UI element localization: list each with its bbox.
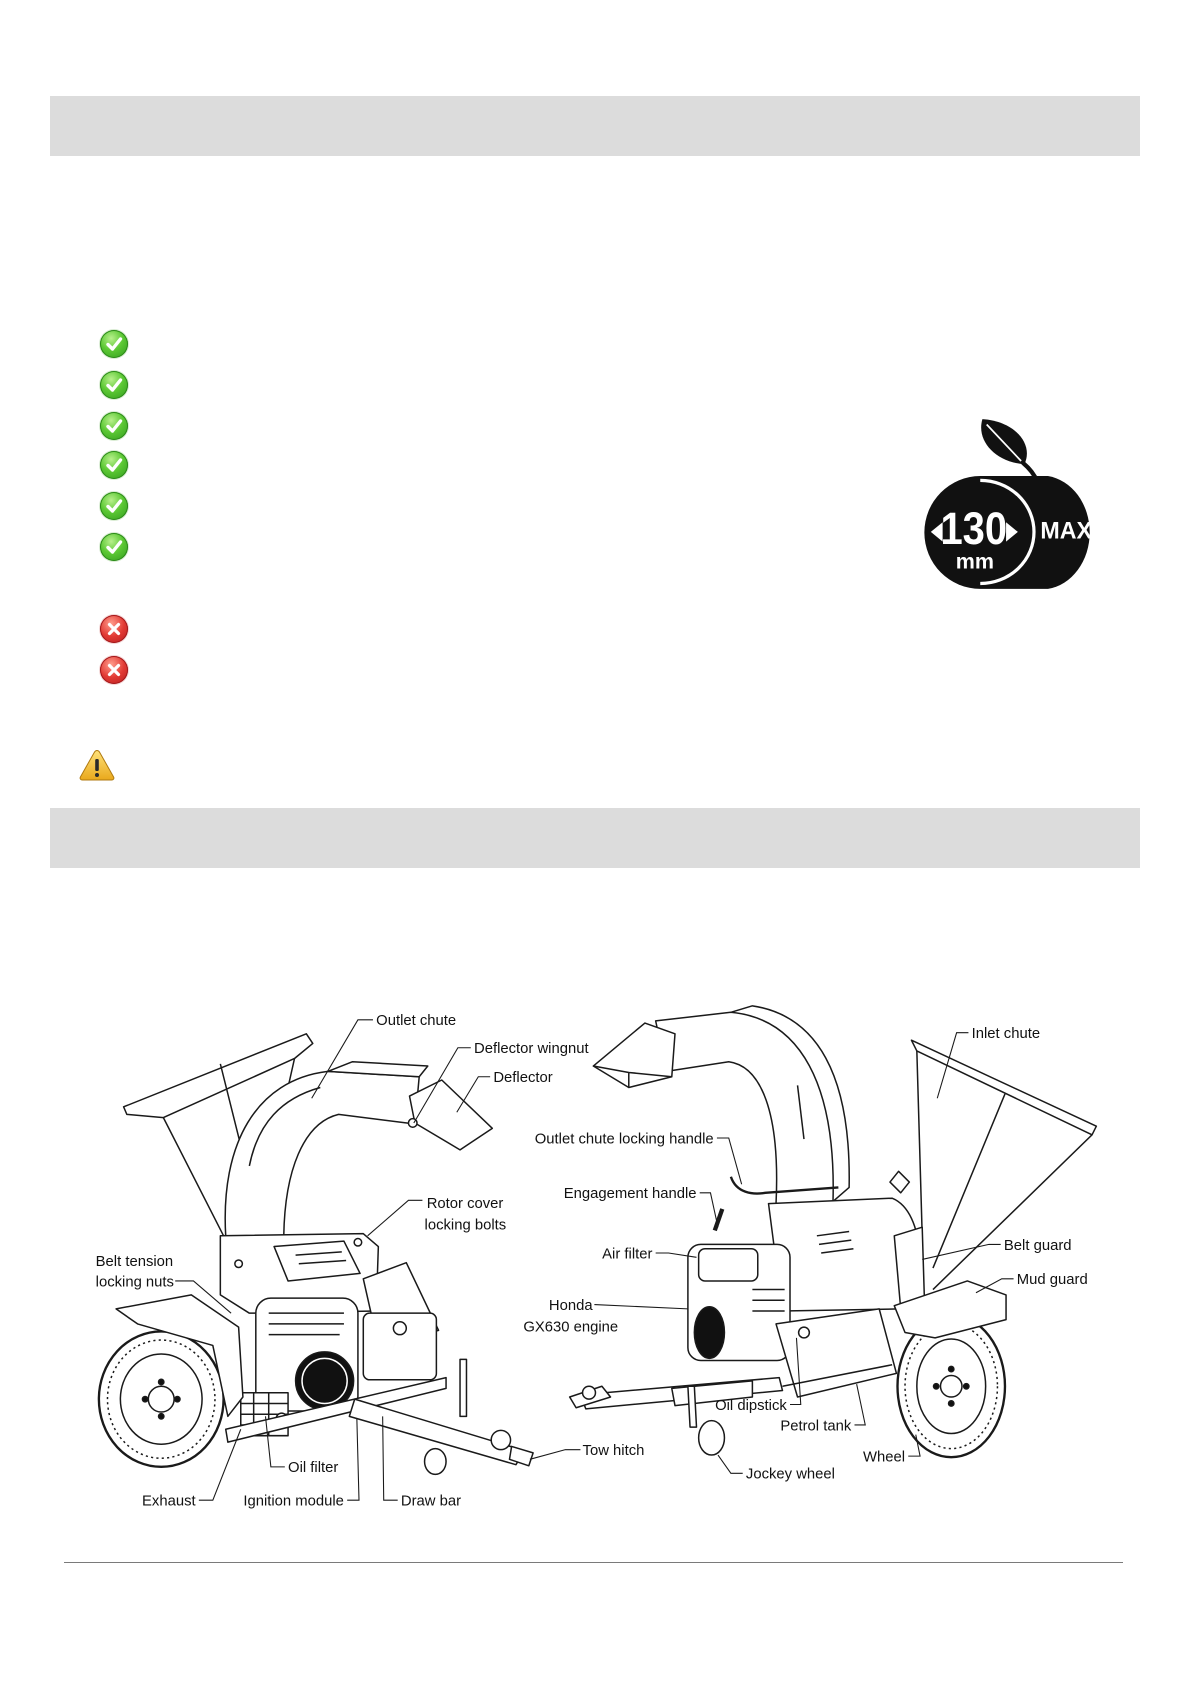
label-rotor-cover-line2: locking bolts [425,1217,507,1233]
front-view-chipper [97,1033,534,1476]
front-view-labels: Outlet chute Deflector wingnut Deflector… [96,1013,645,1509]
leader-lines [175,1019,1014,1501]
label-outlet-chute: Outlet chute [376,1013,456,1029]
label-air-filter: Air filter [602,1246,652,1262]
label-honda-line1: Honda [549,1298,593,1314]
rear-outlet-chute [654,1011,834,1205]
rear-inlet-chute [910,1039,1098,1136]
label-rotor-cover-line1: Rotor cover [427,1196,504,1212]
badge-label: MAX [1040,518,1092,544]
front-deflector [408,1079,494,1151]
label-engagement-handle: Engagement handle [564,1186,697,1202]
check-icon [100,492,128,520]
warning-icon [78,748,116,782]
check-icon [100,371,128,399]
label-outlet-chute-locking-handle: Outlet chute locking handle [535,1131,714,1147]
footer-rule [64,1562,1123,1563]
section-header-1 [50,96,1140,156]
label-ignition-module: Ignition module [243,1494,344,1510]
label-belt-guard: Belt guard [1004,1238,1072,1254]
label-honda-line2: GX630 engine [523,1319,618,1335]
capacity-badge: 130 mm MAX [924,419,1092,589]
label-deflector-wingnut: Deflector wingnut [474,1041,589,1057]
label-deflector: Deflector [493,1070,552,1086]
label-tow-hitch: Tow hitch [583,1443,645,1459]
rear-mud-guard [893,1280,1007,1339]
rear-view-labels: Inlet chute Outlet chute locking handle … [523,1026,1087,1483]
label-wheel: Wheel [863,1449,905,1465]
cross-icon [100,615,128,643]
arrow-right-icon [1006,522,1018,542]
rear-view-chipper [568,1005,1098,1459]
front-inlet-chute [122,1033,314,1119]
badge-unit: mm [956,549,994,573]
front-outlet-chute [224,1070,420,1237]
check-icon [100,533,128,561]
check-icon [100,330,128,358]
front-draw-bar [348,1398,526,1466]
check-icon [100,412,128,440]
cross-icon [100,656,128,684]
arrow-left-icon [930,522,943,542]
label-oil-filter: Oil filter [288,1460,338,1476]
section-header-2 [50,808,1140,868]
badge-value: 130 [940,503,1007,554]
label-jockey-wheel: Jockey wheel [746,1467,835,1483]
label-inlet-chute: Inlet chute [972,1026,1040,1042]
check-icon [100,451,128,479]
label-belt-tension-line2: locking nuts [96,1274,174,1290]
label-mud-guard: Mud guard [1017,1272,1088,1288]
label-petrol-tank: Petrol tank [780,1418,851,1434]
label-belt-tension-line1: Belt tension [96,1254,174,1270]
rear-jockey-wheel [697,1419,726,1456]
label-oil-dipstick: Oil dipstick [715,1398,787,1414]
label-exhaust: Exhaust [142,1494,196,1510]
label-draw-bar: Draw bar [401,1494,461,1510]
